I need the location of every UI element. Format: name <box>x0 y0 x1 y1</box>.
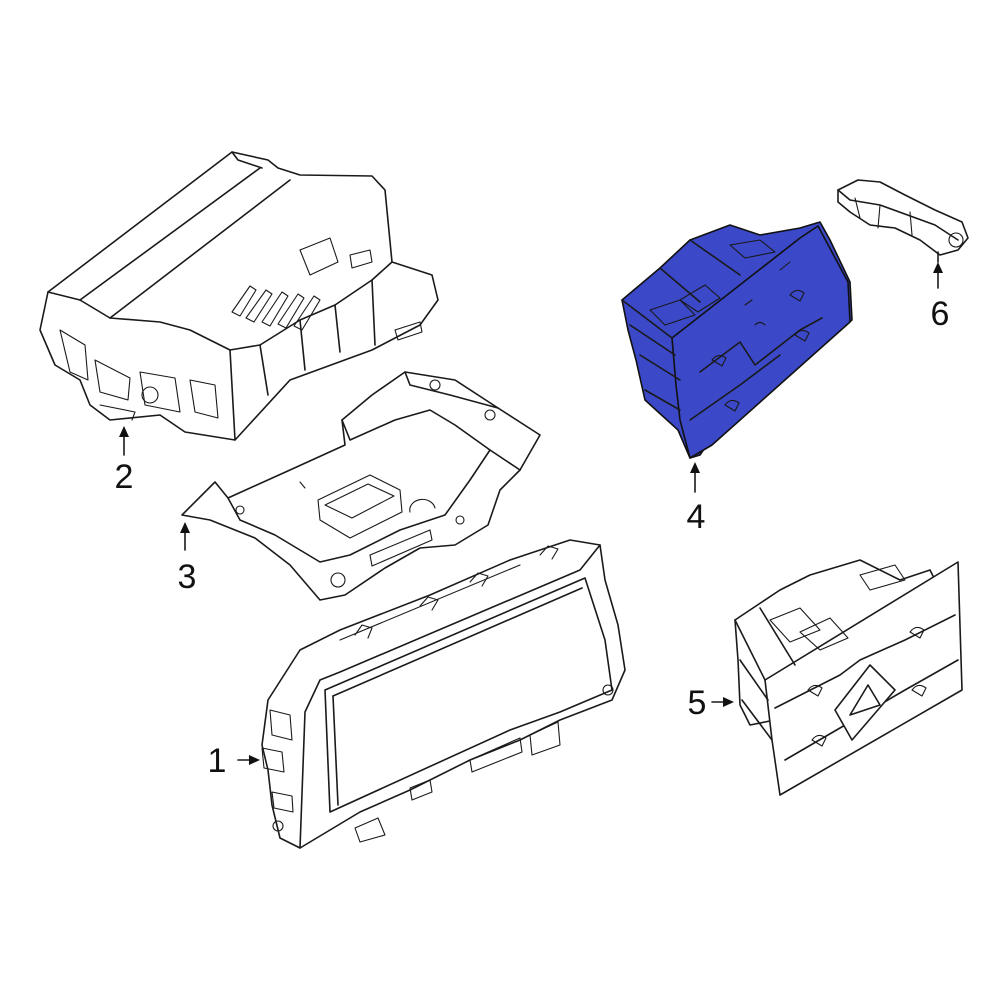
leader-arrow-6 <box>933 262 943 273</box>
callout-label-5: 5 <box>688 684 707 722</box>
part-switch-panel[interactable] <box>734 559 963 796</box>
callout-label-3: 3 <box>178 558 197 596</box>
leader-arrow-3 <box>180 522 190 533</box>
callout-label-4: 4 <box>687 498 706 536</box>
callout-4[interactable]: 4 <box>687 462 706 536</box>
leader-arrow-2 <box>119 426 129 437</box>
callout-label-6: 6 <box>931 295 950 333</box>
leader-arrow-4 <box>690 462 700 473</box>
callout-5[interactable]: 5 <box>688 684 734 722</box>
part-mounting-bracket[interactable] <box>181 371 541 601</box>
leader-arrow-1 <box>249 755 260 765</box>
leader-arrow-5 <box>723 697 734 707</box>
callout-label-2: 2 <box>115 458 134 496</box>
callout-1[interactable]: 1 <box>208 742 260 780</box>
callout-label-1: 1 <box>208 742 227 780</box>
part-sensor[interactable] <box>837 179 969 263</box>
callout-6[interactable]: 6 <box>931 262 950 333</box>
callout-3[interactable]: 3 <box>178 522 197 596</box>
part-control-module[interactable] <box>39 151 439 441</box>
callout-2[interactable]: 2 <box>115 426 134 496</box>
panel-face <box>671 225 851 459</box>
part-instrument-cluster[interactable] <box>261 539 626 849</box>
part-switch-panel-highlighted[interactable] <box>621 221 853 459</box>
